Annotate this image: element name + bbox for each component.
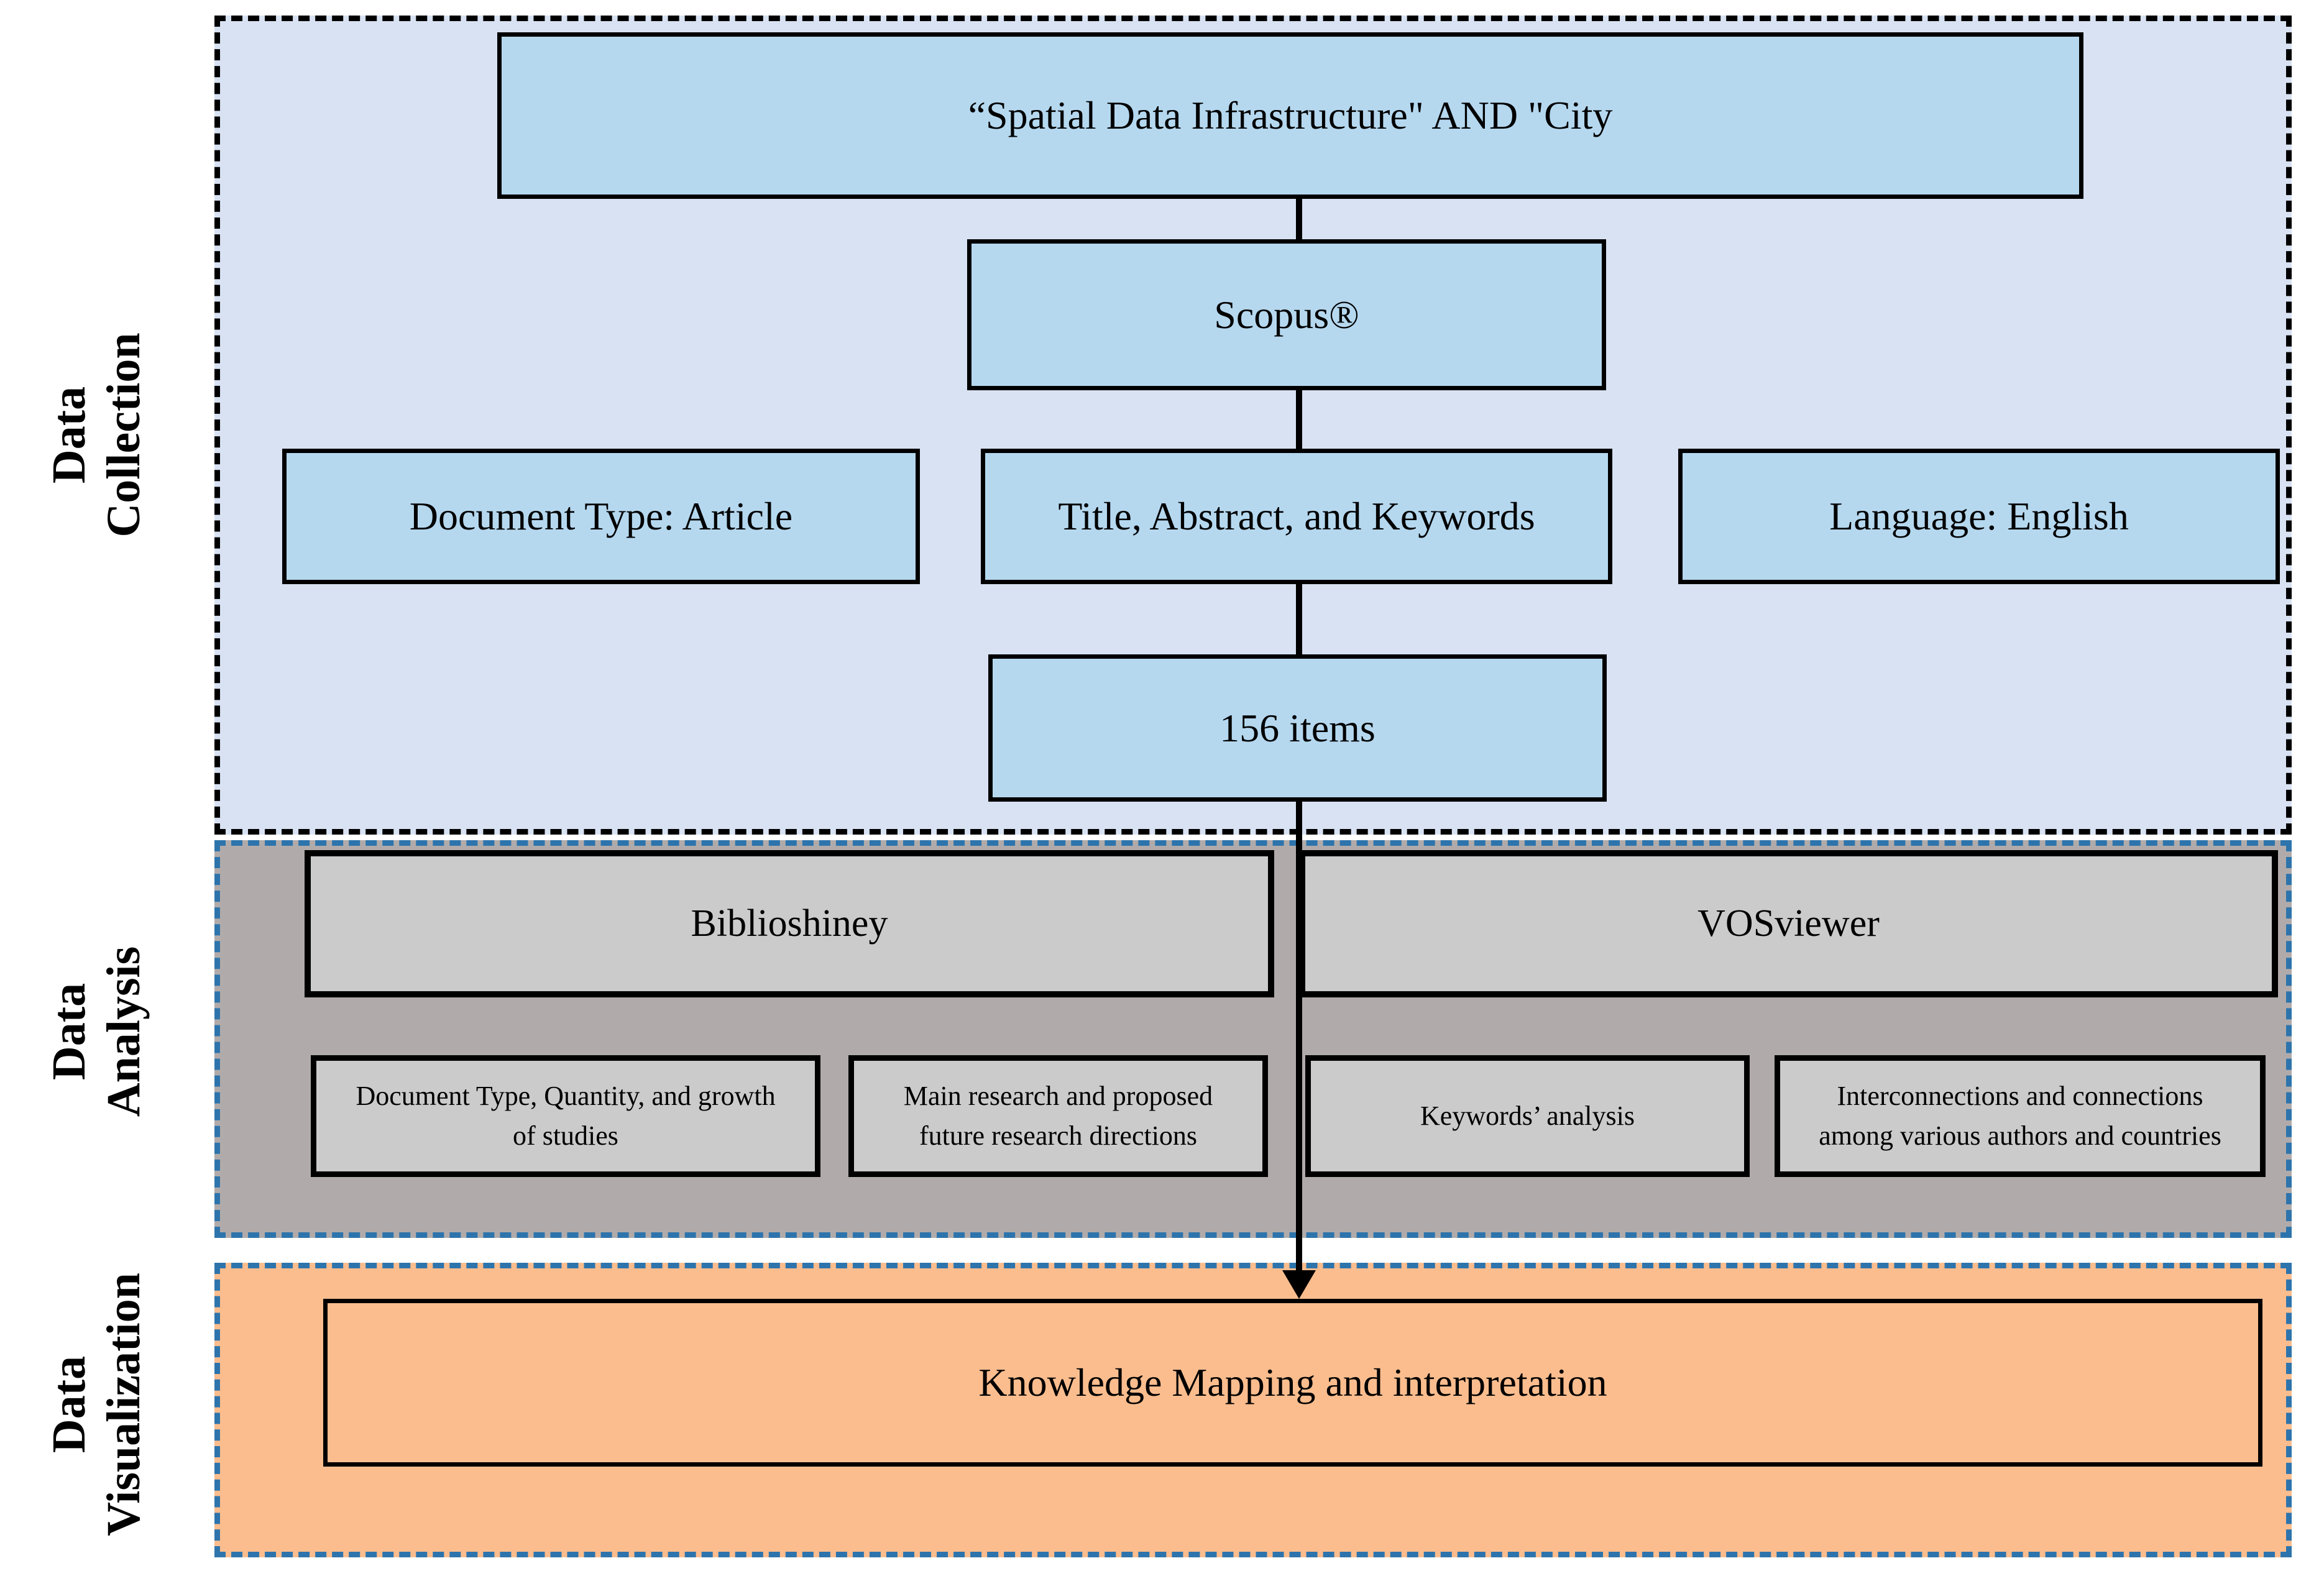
connector-items-to-visualization [1296,802,1302,1274]
connector-source-to-filters [1296,390,1302,449]
database-source-box: Scopus® [967,239,1606,390]
tool-vosviewer-box: VOSviewer [1299,850,2278,997]
task-document-quantity-growth-text: Document Type, Quantity, and growth of s… [356,1081,776,1151]
result-count-box: 156 items [988,654,1607,802]
result-count-text: 156 items [1219,705,1376,750]
knowledge-mapping-box: Knowledge Mapping and interpretation [323,1299,2262,1467]
search-query-box: “Spatial Data Infrastructure" AND "City [497,32,2083,199]
task-interconnections-box: Interconnections and connections among v… [1775,1055,2266,1177]
task-interconnections-text: Interconnections and connections among v… [1819,1081,2221,1151]
section-label-data-collection: Data Collection [34,186,158,684]
database-source-text: Scopus® [1214,292,1359,337]
connector-query-to-source [1296,199,1302,239]
knowledge-mapping-text: Knowledge Mapping and interpretation [978,1360,1607,1404]
tool-biblioshiney-text: Biblioshiney [691,902,888,945]
task-document-quantity-growth-box: Document Type, Quantity, and growth of s… [311,1055,820,1177]
task-main-research-directions-text: Main research and proposed future resear… [903,1081,1213,1151]
label-line: Visualization [98,1273,150,1536]
filter-document-type-box: Document Type: Article [282,449,920,584]
label-line: Data [43,386,95,484]
task-keywords-analysis-box: Keywords’ analysis [1305,1055,1750,1177]
label-line: Data [43,1355,95,1454]
filter-language-text: Language: English [1829,494,2129,538]
filter-language-box: Language: English [1678,449,2280,584]
section-label-data-visualization: Data Visualization [34,1156,158,1571]
filter-document-type-text: Document Type: Article [409,494,793,538]
filter-title-abstract-keywords-box: Title, Abstract, and Keywords [981,449,1612,584]
connector-filters-to-items [1296,584,1302,654]
tool-biblioshiney-box: Biblioshiney [305,850,1274,997]
task-keywords-analysis-text: Keywords’ analysis [1420,1101,1635,1131]
search-query-text: “Spatial Data Infrastructure" AND "City [968,93,1613,137]
label-line: Data [43,982,95,1081]
arrow-head-icon [1282,1270,1316,1299]
task-main-research-directions-box: Main research and proposed future resear… [848,1055,1268,1177]
tool-vosviewer-text: VOSviewer [1697,902,1880,945]
label-line: Analysis [98,946,150,1117]
filter-title-abstract-keywords-text: Title, Abstract, and Keywords [1058,494,1535,538]
label-line: Collection [98,332,150,538]
